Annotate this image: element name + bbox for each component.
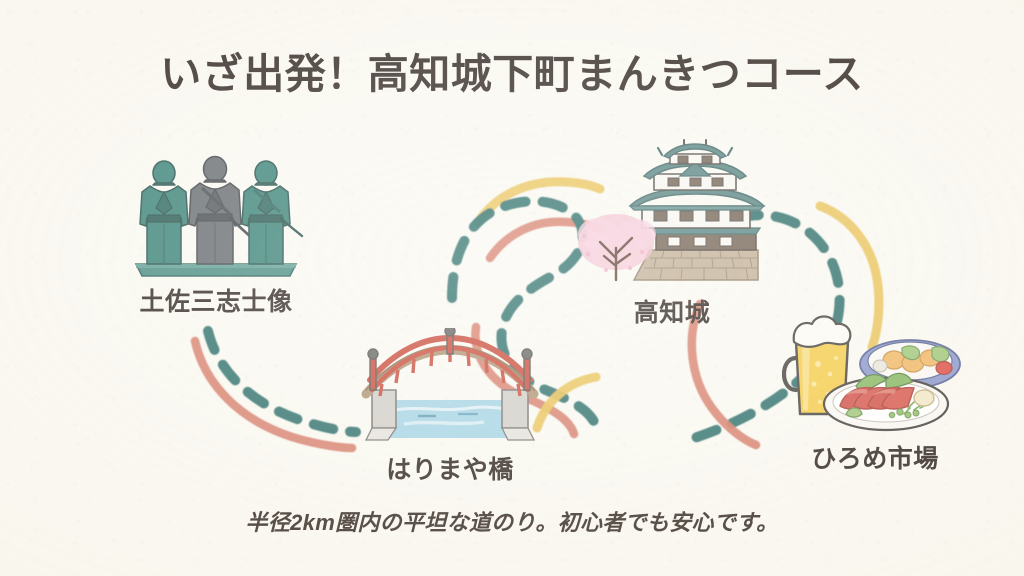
cherry-blossom-tree [578,214,656,282]
spot-label-bridge: はりまや橋 [386,456,514,484]
tataki-plate [822,372,950,432]
hirome-market-food-illustration [781,315,961,432]
harimaya-bridge-illustration [361,325,539,441]
castle-tier-1 [628,187,766,229]
spot-label-statue: 土佐三志士像 [139,288,293,316]
samurai-figure-left [139,160,189,265]
spot-bridge[interactable]: はりまや橋 [352,325,548,510]
kochi-castle-illustration [578,139,766,282]
route-segment-statue-to-bridge-dashed [203,326,361,437]
three-samurai-statue-illustration [134,155,304,277]
route-segment-statue-to-bridge-salmon [190,336,357,453]
castle-lower-wall [650,227,762,251]
samurai-figure-middle [188,155,256,265]
spot-statue[interactable]: 土佐三志士像 [118,152,314,328]
page-caption: 半径2km圏内の平坦な道のり。初心者でも安心です。 [245,510,779,535]
page-title: いざ出発！高知城下町まんきつコース [160,51,864,97]
spot-market[interactable]: ひろめ市場 [781,306,968,486]
spot-label-castle: 高知城 [633,299,711,327]
castle-tier-3-top [656,139,734,165]
bridge-posts [367,325,533,391]
castle-stone-base [632,249,759,281]
bridge-water [370,400,530,438]
statue-base [134,263,298,277]
food-bowl [859,339,961,389]
spot-label-market: ひろめ市場 [811,445,939,473]
samurai-figure-right [241,160,304,265]
spot-castle[interactable]: 高知城 [572,138,772,328]
